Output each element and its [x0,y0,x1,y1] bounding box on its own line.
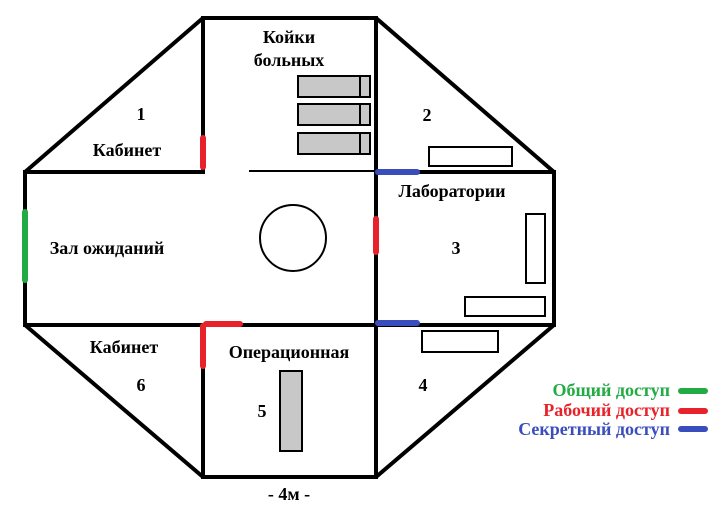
room4-table [421,330,499,353]
lab3-number: 3 [452,238,461,258]
waiting-label: Зал ожиданий [50,238,164,258]
ward-beds [297,75,371,155]
scale-label: - 4м - [268,484,310,504]
office6-label: Кабинет [90,337,159,357]
lab-table [428,146,513,167]
operating-table [279,370,303,452]
bed [297,75,371,98]
operating-number: 5 [258,401,267,421]
bed [297,132,371,155]
office1-number: 1 [137,104,146,124]
ward-label-line1: Койки [263,27,315,47]
ward-label-line2: больных [254,50,325,70]
room4-number: 4 [419,375,428,395]
operating-label: Операционная [229,342,350,362]
lab3-table-vertical [525,213,546,284]
lab3-table-horizontal [464,296,546,317]
legend-staff-label: Рабочий доступ [543,400,670,420]
bed [297,103,371,126]
legend: Общий доступ Рабочий доступ Секретный до… [518,380,708,439]
waiting-round-table [259,204,327,272]
office6-number: 6 [137,375,146,395]
office1-label: Кабинет [93,140,162,160]
legend-secret-label: Секретный доступ [518,419,670,439]
lab-label: Лаборатории [398,181,505,201]
legend-public-label: Общий доступ [552,380,670,400]
lab-number: 2 [423,105,432,125]
